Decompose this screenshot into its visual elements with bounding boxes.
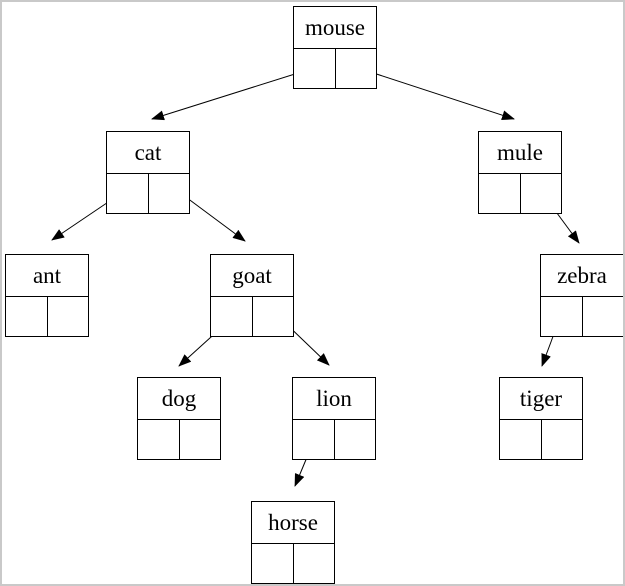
node-label: cat xyxy=(107,132,189,174)
node-label: mule xyxy=(479,132,561,174)
left-pointer-cell xyxy=(479,174,521,213)
left-pointer-cell xyxy=(211,297,253,336)
node-label: tiger xyxy=(500,378,582,420)
right-pointer-cell xyxy=(48,297,89,336)
left-pointer-cell xyxy=(541,297,583,336)
right-pointer-cell xyxy=(542,420,583,459)
node-pointer-cells xyxy=(541,297,623,336)
node-pointer-cells xyxy=(293,420,375,459)
left-pointer-cell xyxy=(138,420,180,459)
tree-node-goat: goat xyxy=(210,254,294,337)
right-pointer-cell xyxy=(180,420,221,459)
left-pointer-cell xyxy=(500,420,542,459)
left-pointer-cell xyxy=(6,297,48,336)
node-label: dog xyxy=(138,378,220,420)
right-pointer-cell xyxy=(294,544,335,583)
tree-node-tiger: tiger xyxy=(499,377,583,460)
node-label: lion xyxy=(293,378,375,420)
tree-node-dog: dog xyxy=(137,377,221,460)
left-pointer-cell xyxy=(294,49,336,88)
tree-node-zebra: zebra xyxy=(540,254,623,337)
left-pointer-cell xyxy=(107,174,149,213)
tree-node-cat: cat xyxy=(106,131,190,214)
node-label: ant xyxy=(6,255,88,297)
tree-node-lion: lion xyxy=(292,377,376,460)
right-pointer-cell xyxy=(521,174,562,213)
tree-node-ant: ant xyxy=(5,254,89,337)
node-pointer-cells xyxy=(294,49,376,88)
right-pointer-cell xyxy=(149,174,190,213)
edge-mouse-right-to-mule xyxy=(354,66,515,121)
node-pointer-cells xyxy=(138,420,220,459)
node-pointer-cells xyxy=(252,544,334,583)
node-label: zebra xyxy=(541,255,623,297)
node-pointer-cells xyxy=(107,174,189,213)
right-pointer-cell xyxy=(583,297,624,336)
tree-node-mouse: mouse xyxy=(293,6,377,89)
tree-node-mule: mule xyxy=(478,131,562,214)
node-label: goat xyxy=(211,255,293,297)
node-label: horse xyxy=(252,502,334,544)
right-pointer-cell xyxy=(336,49,377,88)
edge-mouse-left-to-cat xyxy=(151,67,315,121)
node-pointer-cells xyxy=(500,420,582,459)
node-pointer-cells xyxy=(479,174,561,213)
right-pointer-cell xyxy=(335,420,376,459)
left-pointer-cell xyxy=(293,420,335,459)
node-pointer-cells xyxy=(6,297,88,336)
tree-node-horse: horse xyxy=(251,501,335,584)
node-label: mouse xyxy=(294,7,376,49)
node-pointer-cells xyxy=(211,297,293,336)
left-pointer-cell xyxy=(252,544,294,583)
right-pointer-cell xyxy=(253,297,294,336)
